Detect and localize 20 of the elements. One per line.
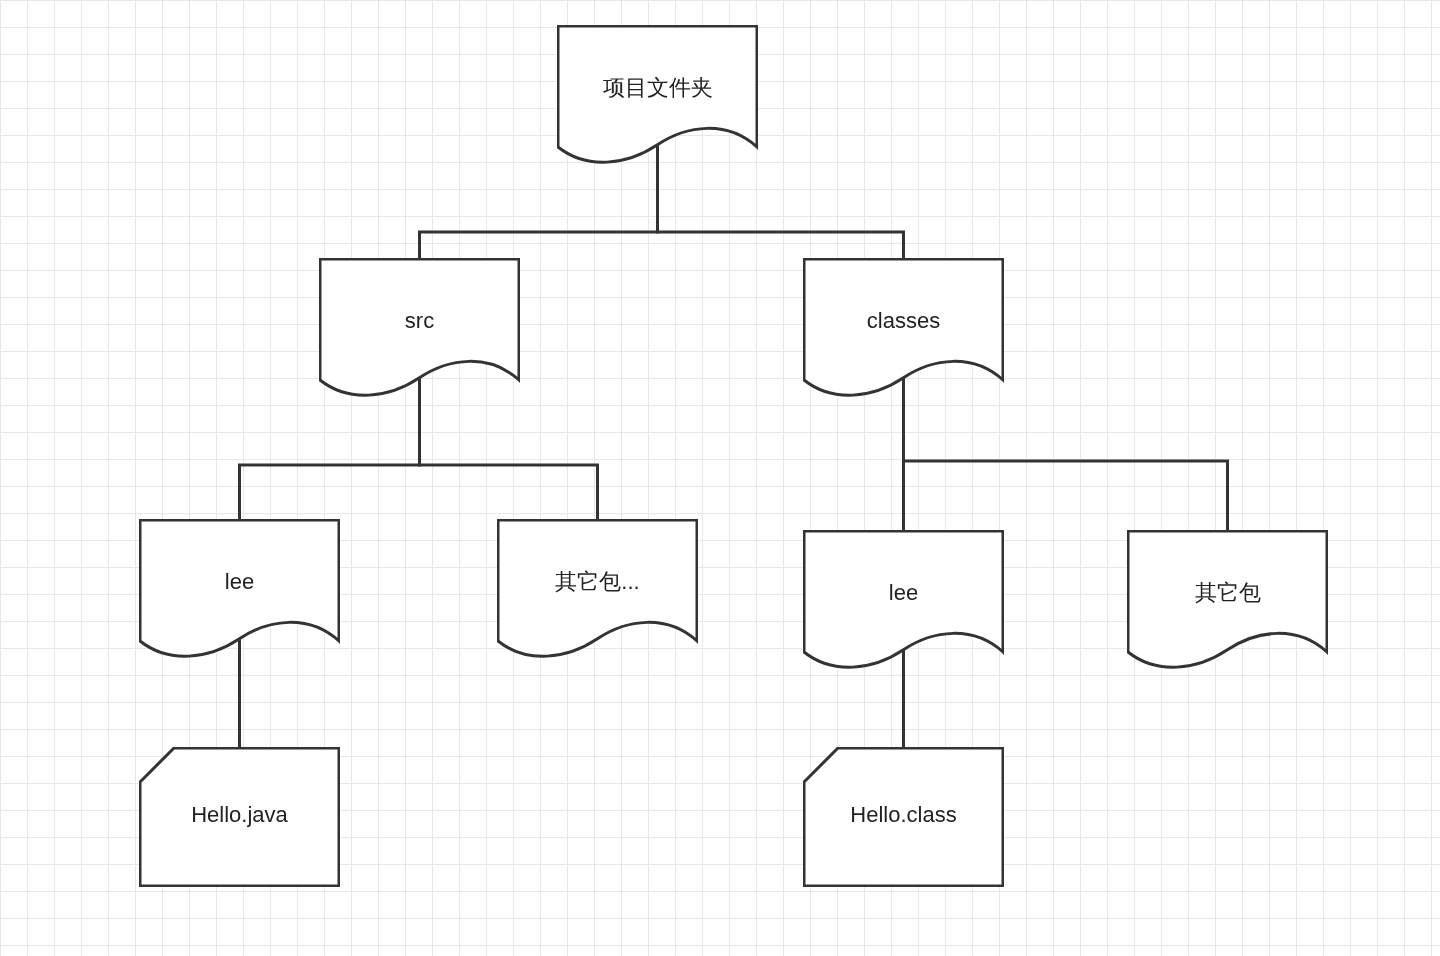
file-card — [139, 747, 340, 887]
file-card — [803, 747, 1004, 887]
node-label: lee — [224, 568, 255, 596]
node-label: src — [404, 307, 435, 335]
node-label: 项目文件夹 — [602, 74, 713, 102]
node-label: Hello.class — [850, 801, 957, 829]
node-label: 其它包 — [1194, 579, 1261, 607]
document-shape — [557, 25, 758, 165]
document-shape — [319, 258, 520, 398]
node-label: Hello.java — [191, 801, 288, 829]
node-label: lee — [888, 579, 919, 607]
document-shape — [497, 519, 698, 659]
document-shape — [139, 519, 340, 659]
connector-line — [238, 639, 241, 747]
document-shape — [803, 530, 1004, 670]
connector-line — [902, 650, 905, 747]
document-shape — [803, 258, 1004, 398]
node-label: 其它包... — [555, 568, 640, 596]
node-label: classes — [866, 307, 941, 335]
document-shape — [1127, 530, 1328, 670]
